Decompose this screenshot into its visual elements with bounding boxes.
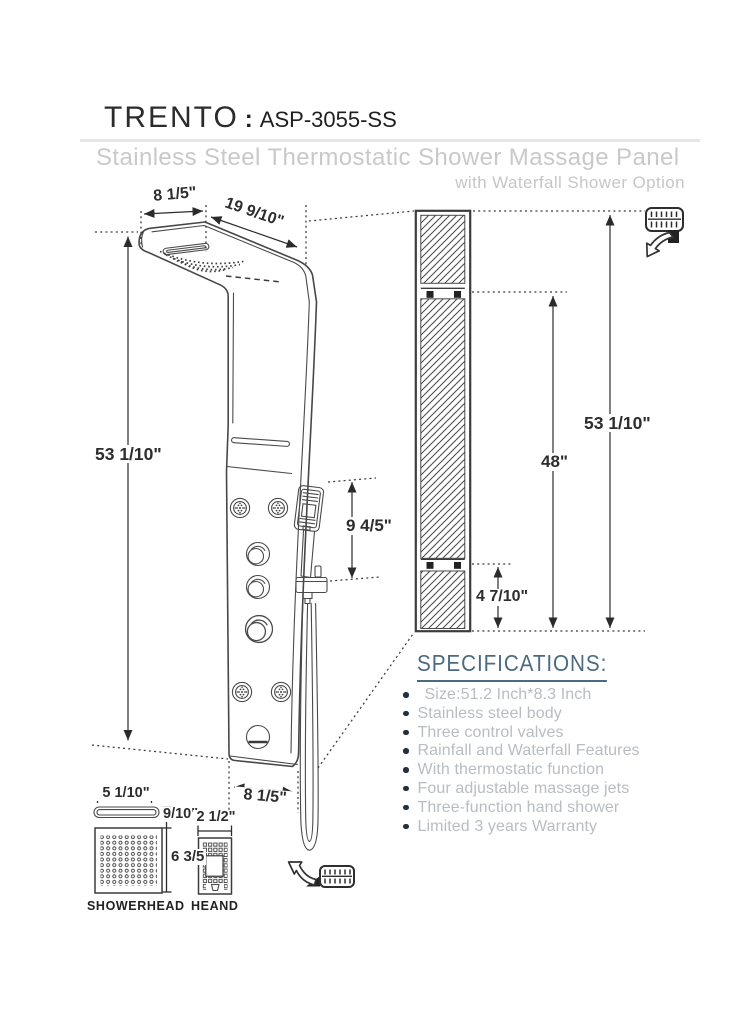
dim-top-bracket: 48": [539, 452, 570, 471]
dim-bottom-bracket: 4 7/10": [474, 588, 531, 606]
subtitle-line1: Stainless Steel Thermostatic Shower Mass…: [96, 144, 680, 171]
mounting-brackets: [426, 291, 461, 569]
bullet-icon: [403, 710, 409, 717]
arrow-down-left-icon: [645, 231, 674, 258]
label-hand-shower: HEAND: [191, 899, 239, 913]
dim-hand-face-width: 2 1/2": [193, 809, 239, 826]
dim-slot-width: 5 1/10": [95, 785, 157, 802]
specifications-list: Size:51.2 Inch*8.3 Inch Stainless steel …: [403, 686, 640, 836]
arrow-up-left-icon: [287, 861, 317, 886]
bullet-icon: [403, 804, 409, 811]
panel-side-view: [414, 209, 472, 633]
spec-item: Three-function hand shower: [403, 799, 640, 818]
hand-shower: [293, 485, 328, 605]
header-divider: [80, 139, 700, 142]
spec-item: Size:51.2 Inch*8.3 Inch: [403, 686, 640, 705]
dim-hand-shower-drop: 9 4/5": [344, 516, 394, 535]
tub-spout: [245, 724, 271, 750]
subtitle-line2: with Waterfall Shower Option: [455, 173, 685, 192]
bullet-icon: [403, 785, 409, 792]
rainfall-nozzles: [159, 250, 247, 273]
title-separator: :: [244, 106, 253, 133]
bullet-icon: [403, 692, 409, 698]
spec-item: With thermostatic function: [403, 761, 640, 780]
control-knobs: [244, 541, 274, 644]
tape-measure-icon-bottom: [287, 861, 355, 888]
specifications-heading: SPECIFICATIONS:: [417, 650, 608, 682]
dim-panel-height: 53 1/10": [93, 444, 164, 464]
hand-shower-face-detail: [197, 825, 233, 895]
bullet-icon: [403, 823, 409, 830]
model-number: ASP-3055-SS: [259, 107, 397, 132]
spec-item: Four adjustable massage jets: [403, 780, 640, 799]
brand-name: TRENTO: [104, 101, 239, 134]
panel-3d-view: [138, 221, 328, 851]
spec-item: Three control valves: [403, 724, 640, 743]
page-title: TRENTO : ASP-3055-SS: [104, 101, 397, 135]
spec-item: Rainfall and Waterfall Features: [403, 742, 640, 761]
bullet-icon: [403, 748, 409, 754]
spec-item: Stainless steel body: [403, 705, 640, 724]
dim-side-height: 53 1/10": [582, 413, 653, 433]
dim-showerhead-height: 6 3/5: [169, 848, 207, 865]
bullet-icon: [403, 729, 409, 736]
shower-hose: [299, 602, 319, 851]
waterfall-slot: [162, 242, 210, 256]
label-showerhead: SHOWERHEAD: [87, 899, 185, 913]
massage-jets: [229, 497, 292, 703]
extension-lines: [91, 205, 645, 813]
spec-item: Limited 3 years Warranty: [403, 818, 640, 837]
dim-slot-height: 9/10": [161, 806, 201, 823]
bullet-icon: [403, 767, 409, 773]
showerhead-detail: [94, 806, 172, 894]
tape-measure-icon-top: [645, 207, 684, 258]
